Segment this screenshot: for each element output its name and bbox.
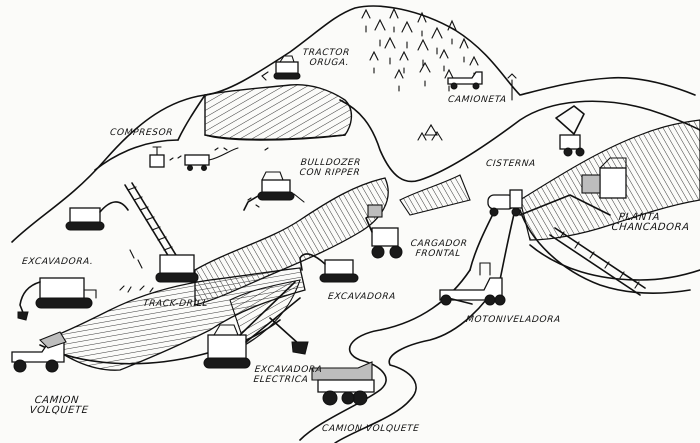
camioneta <box>447 71 483 90</box>
label-camion-left-line2: VOLQUETE <box>28 405 90 416</box>
tractor-oruga <box>261 55 301 81</box>
label-cargador-line2: FRONTAL <box>414 249 462 259</box>
label-planta-chancadora: PLANTA CHANCADORA <box>610 212 691 233</box>
tree-cluster <box>361 7 517 141</box>
label-bulldozer-line1: BULLDOZER <box>300 158 362 168</box>
label-cargador-frontal: CARGADOR FRONTAL <box>409 239 468 259</box>
mountain-outline <box>11 5 700 243</box>
excavadora-electrica <box>203 281 309 369</box>
label-camion-volquete-left: CAMION VOLQUETE <box>28 395 90 416</box>
cisterna <box>487 189 523 217</box>
small-drill <box>149 146 165 168</box>
upper-bench <box>204 83 353 141</box>
label-tractor-line1: TRACTOR <box>302 48 351 58</box>
scattered-rocks <box>169 147 269 208</box>
label-excavadora-electrica: EXCAVADORA ELECTRICA <box>253 365 323 385</box>
track-drill <box>119 182 199 293</box>
planta-chancadora <box>519 105 646 296</box>
label-compresor: COMPRESOR <box>109 128 174 138</box>
label-camion-volquete-bottom: CAMION VOLQUETE <box>321 424 420 434</box>
label-tractor-line2: ORUGA. <box>308 58 350 68</box>
label-camioneta: CAMIONETA <box>447 95 508 105</box>
camion-volquete-left <box>11 331 67 373</box>
motoniveladora <box>439 262 506 306</box>
label-cisterna: CISTERNA <box>485 159 537 169</box>
label-motoniveladora: MOTONIVELADORA <box>465 315 562 325</box>
haul-roads <box>299 209 700 443</box>
label-bulldozer: BULLDOZER CON RIPPER <box>299 158 362 178</box>
label-excavadora-left: EXCAVADORA. <box>21 257 94 267</box>
label-cargador-line1: CARGADOR <box>410 239 468 249</box>
label-electrica-line2: ELECTRICA <box>252 375 309 385</box>
bulldozer-ripper <box>243 171 305 211</box>
label-tractor-oruga: TRACTOR ORUGA. <box>301 48 351 68</box>
label-electrica-line1: EXCAVADORA <box>254 365 323 375</box>
compresor <box>184 147 239 171</box>
label-planta-line2: CHANCADORA <box>610 222 691 233</box>
excavadora-upper-left <box>65 201 129 231</box>
label-track-drill: TRACK-DRILL <box>142 299 209 309</box>
excavadora-left <box>17 277 97 321</box>
label-bulldozer-line2: CON RIPPER <box>298 168 361 178</box>
cargador-frontal <box>365 204 403 259</box>
excavadora-mid <box>299 253 359 283</box>
camion-volquete-bottom <box>311 361 375 406</box>
label-excavadora-mid: EXCAVADORA <box>327 292 397 302</box>
